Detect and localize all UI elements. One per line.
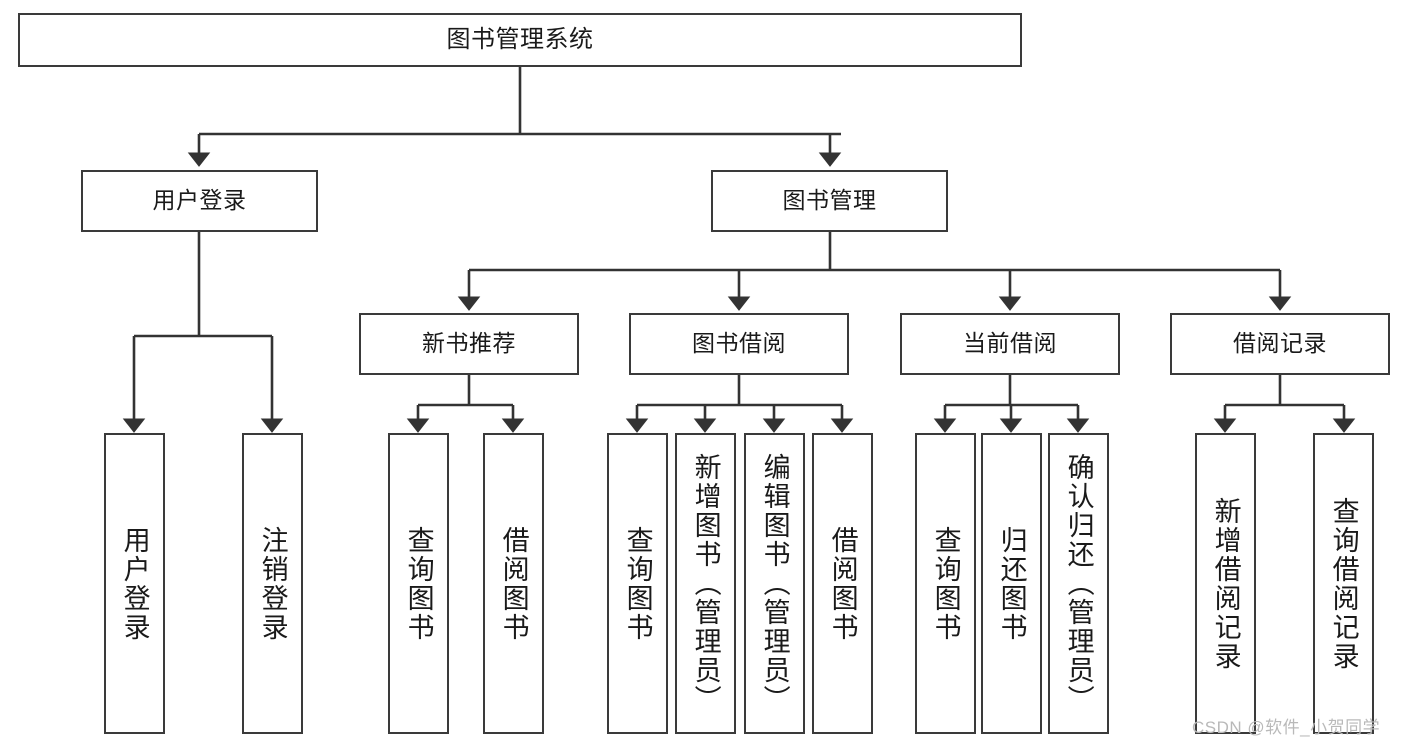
node-label: 图书借阅 — [692, 330, 786, 357]
node-label: 用户登录 — [152, 187, 247, 214]
node-book-management-system[interactable]: 图书管理系统 — [18, 13, 1022, 67]
node-current-borrow[interactable]: 当前借阅 — [900, 313, 1120, 375]
node-label: 图书管理 — [782, 187, 877, 214]
node-label: 借阅图书 — [827, 525, 858, 642]
node-label: 新书推荐 — [422, 330, 516, 357]
node-label: 当前借阅 — [963, 330, 1057, 357]
node-leaf-add-book[interactable]: 新增图书（管理员） — [675, 433, 736, 734]
node-leaf-query-book-3[interactable]: 查询图书 — [915, 433, 976, 734]
node-leaf-logout-login[interactable]: 注销登录 — [242, 433, 303, 734]
node-user-login[interactable]: 用户登录 — [81, 170, 318, 232]
node-label: 查询借阅记录 — [1328, 496, 1359, 671]
node-label: 用户登录 — [119, 525, 150, 642]
node-label: 注销登录 — [257, 525, 288, 642]
node-leaf-user-login[interactable]: 用户登录 — [104, 433, 165, 734]
node-leaf-borrow-book-2[interactable]: 借阅图书 — [812, 433, 873, 734]
node-leaf-query-borrow-record[interactable]: 查询借阅记录 — [1313, 433, 1374, 734]
node-label: 借阅记录 — [1233, 330, 1327, 357]
node-leaf-query-book-2[interactable]: 查询图书 — [607, 433, 668, 734]
node-label: 确认归还（管理员） — [1063, 453, 1094, 714]
node-book-borrow[interactable]: 图书借阅 — [629, 313, 849, 375]
node-leaf-query-book-1[interactable]: 查询图书 — [388, 433, 449, 734]
node-label: 图书管理系统 — [446, 25, 594, 53]
node-leaf-edit-book[interactable]: 编辑图书（管理员） — [744, 433, 805, 734]
node-label: 查询图书 — [403, 525, 434, 642]
node-label: 新增借阅记录 — [1210, 496, 1241, 671]
watermark-text: CSDN @软件_小贺同学 — [1192, 718, 1381, 737]
node-leaf-add-borrow-record[interactable]: 新增借阅记录 — [1195, 433, 1256, 734]
node-label: 查询图书 — [930, 525, 961, 642]
node-book-management[interactable]: 图书管理 — [711, 170, 948, 232]
node-label: 借阅图书 — [498, 525, 529, 642]
node-label: 编辑图书（管理员） — [759, 453, 790, 714]
node-label: 新增图书（管理员） — [690, 453, 721, 714]
node-leaf-confirm-return[interactable]: 确认归还（管理员） — [1048, 433, 1109, 734]
node-leaf-borrow-book-1[interactable]: 借阅图书 — [483, 433, 544, 734]
node-label: 归还图书 — [996, 525, 1027, 642]
node-new-book-recommend[interactable]: 新书推荐 — [359, 313, 579, 375]
node-leaf-return-book[interactable]: 归还图书 — [981, 433, 1042, 734]
node-label: 查询图书 — [622, 525, 653, 642]
node-borrow-record[interactable]: 借阅记录 — [1170, 313, 1390, 375]
